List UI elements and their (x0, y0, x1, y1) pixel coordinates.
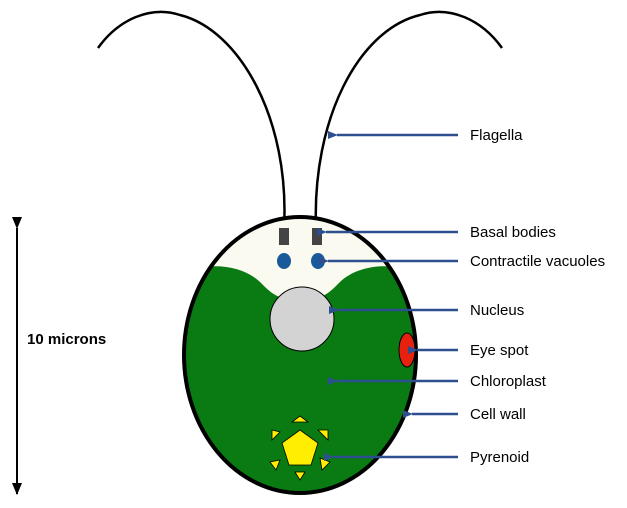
eye-spot (399, 333, 415, 367)
label-eye-spot: Eye spot (470, 342, 529, 359)
label-nucleus: Nucleus (470, 302, 524, 319)
flagellum-right (316, 12, 502, 228)
label-cell-wall: Cell wall (470, 406, 526, 423)
contractile-vacuole-left (277, 253, 291, 269)
scale-label: 10 microns (27, 331, 106, 348)
nucleus (270, 287, 334, 351)
contractile-vacuole-right (311, 253, 325, 269)
basal-body-left (279, 228, 289, 245)
basal-body-right (312, 228, 322, 245)
label-contractile-vacuoles: Contractile vacuoles (470, 253, 605, 270)
label-chloroplast: Chloroplast (470, 373, 547, 390)
label-basal-bodies: Basal bodies (470, 224, 556, 241)
flagellum-left (98, 12, 284, 228)
label-flagella: Flagella (470, 127, 523, 144)
label-pyrenoid: Pyrenoid (470, 449, 529, 466)
